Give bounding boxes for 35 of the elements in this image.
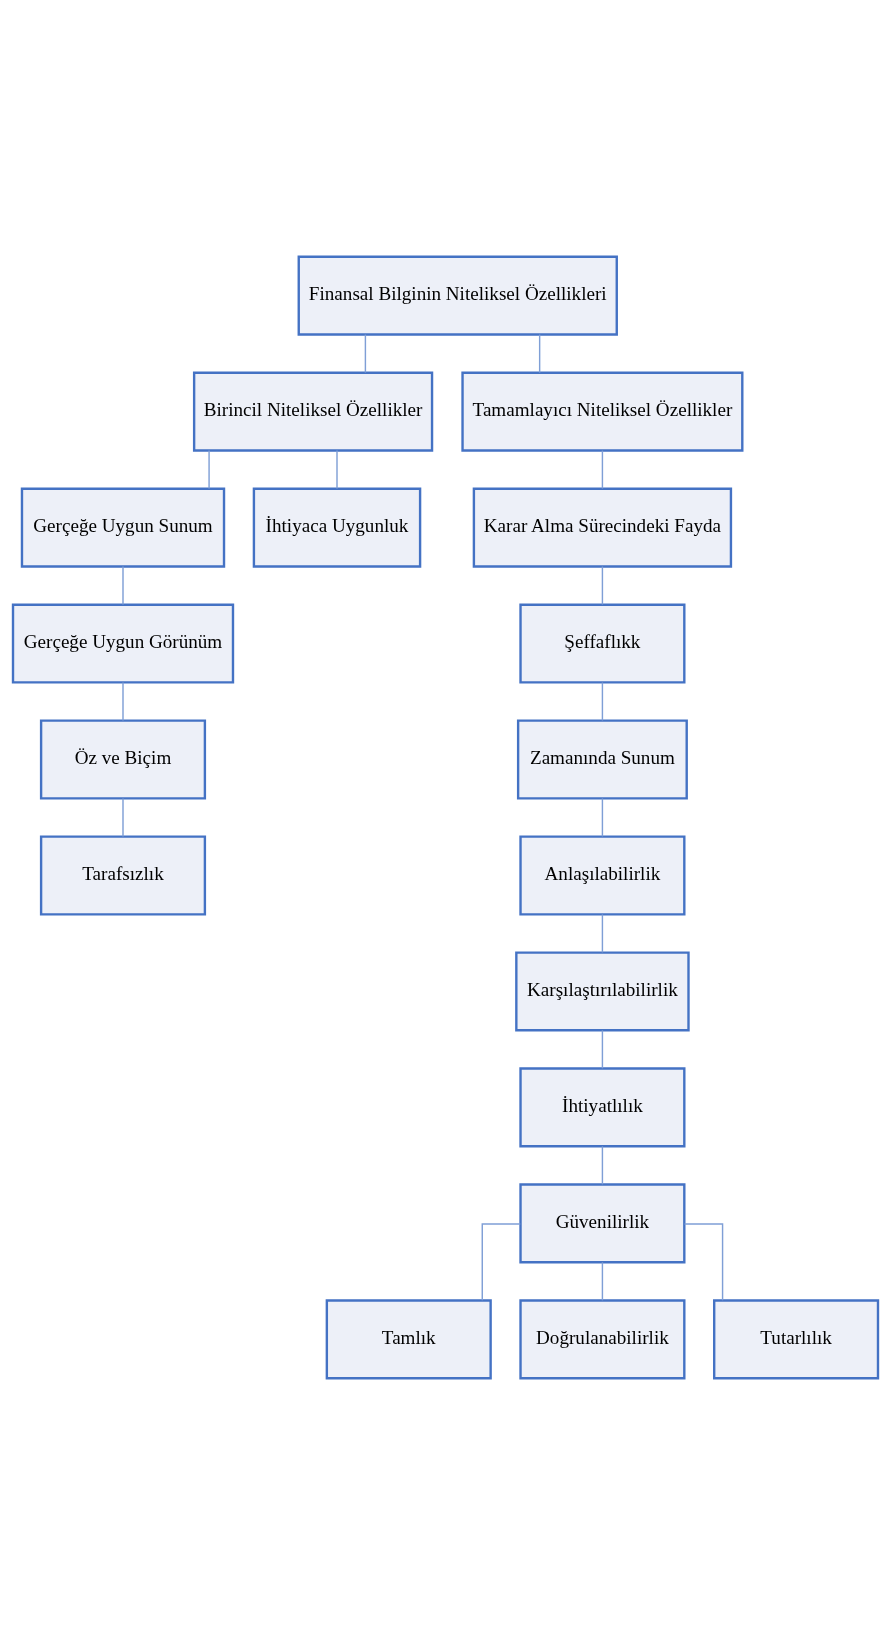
- connector: [538, 333, 541, 373]
- node-box: Tamlık: [325, 1298, 492, 1379]
- connector: [601, 913, 604, 953]
- connector: [208, 449, 210, 489]
- connector: [601, 1145, 604, 1185]
- node-box: Tutarlılık: [713, 1298, 880, 1379]
- connector: [122, 681, 124, 721]
- node-box: Doğrulanabilirlik: [519, 1298, 686, 1379]
- connector: [601, 449, 604, 489]
- node-box: Karar Alma Sürecindeki Fayda: [472, 487, 733, 568]
- connector: [601, 681, 604, 721]
- connector: [364, 333, 367, 373]
- node-box: Karşılaştırılabilirlik: [515, 950, 690, 1031]
- node-box: Öz ve Biçim: [39, 718, 207, 800]
- connector: [683, 1222, 724, 1301]
- connector: [601, 565, 604, 605]
- node-box: Şeffaflıkk: [519, 603, 686, 684]
- connector: [601, 797, 604, 837]
- node-box: Birincil Niteliksel Özellikler: [192, 371, 434, 452]
- node-box: Zamanında Sunum: [516, 718, 688, 800]
- node-box: Anlaşılabilirlik: [519, 834, 686, 916]
- node-box: Tarafsızlık: [39, 834, 207, 916]
- node-box: Güvenilirlik: [519, 1182, 686, 1263]
- node-box: İhtiyatlılık: [519, 1066, 686, 1147]
- connector: [601, 1261, 604, 1301]
- node-box: Tamamlayıcı Niteliksel Özellikler: [461, 371, 744, 452]
- connector: [122, 797, 124, 837]
- node-box: İhtiyaca Uygunluk: [252, 487, 422, 568]
- node-box: Gerçeğe Uygun Görünüm: [11, 603, 235, 684]
- node-box: Gerçeğe Uygun Sunum: [20, 487, 226, 568]
- connector: [336, 449, 338, 489]
- connector: [481, 1222, 521, 1301]
- node-box: Finansal Bilginin Niteliksel Özellikleri: [297, 255, 618, 336]
- connector: [122, 565, 124, 605]
- connector: [601, 1029, 604, 1069]
